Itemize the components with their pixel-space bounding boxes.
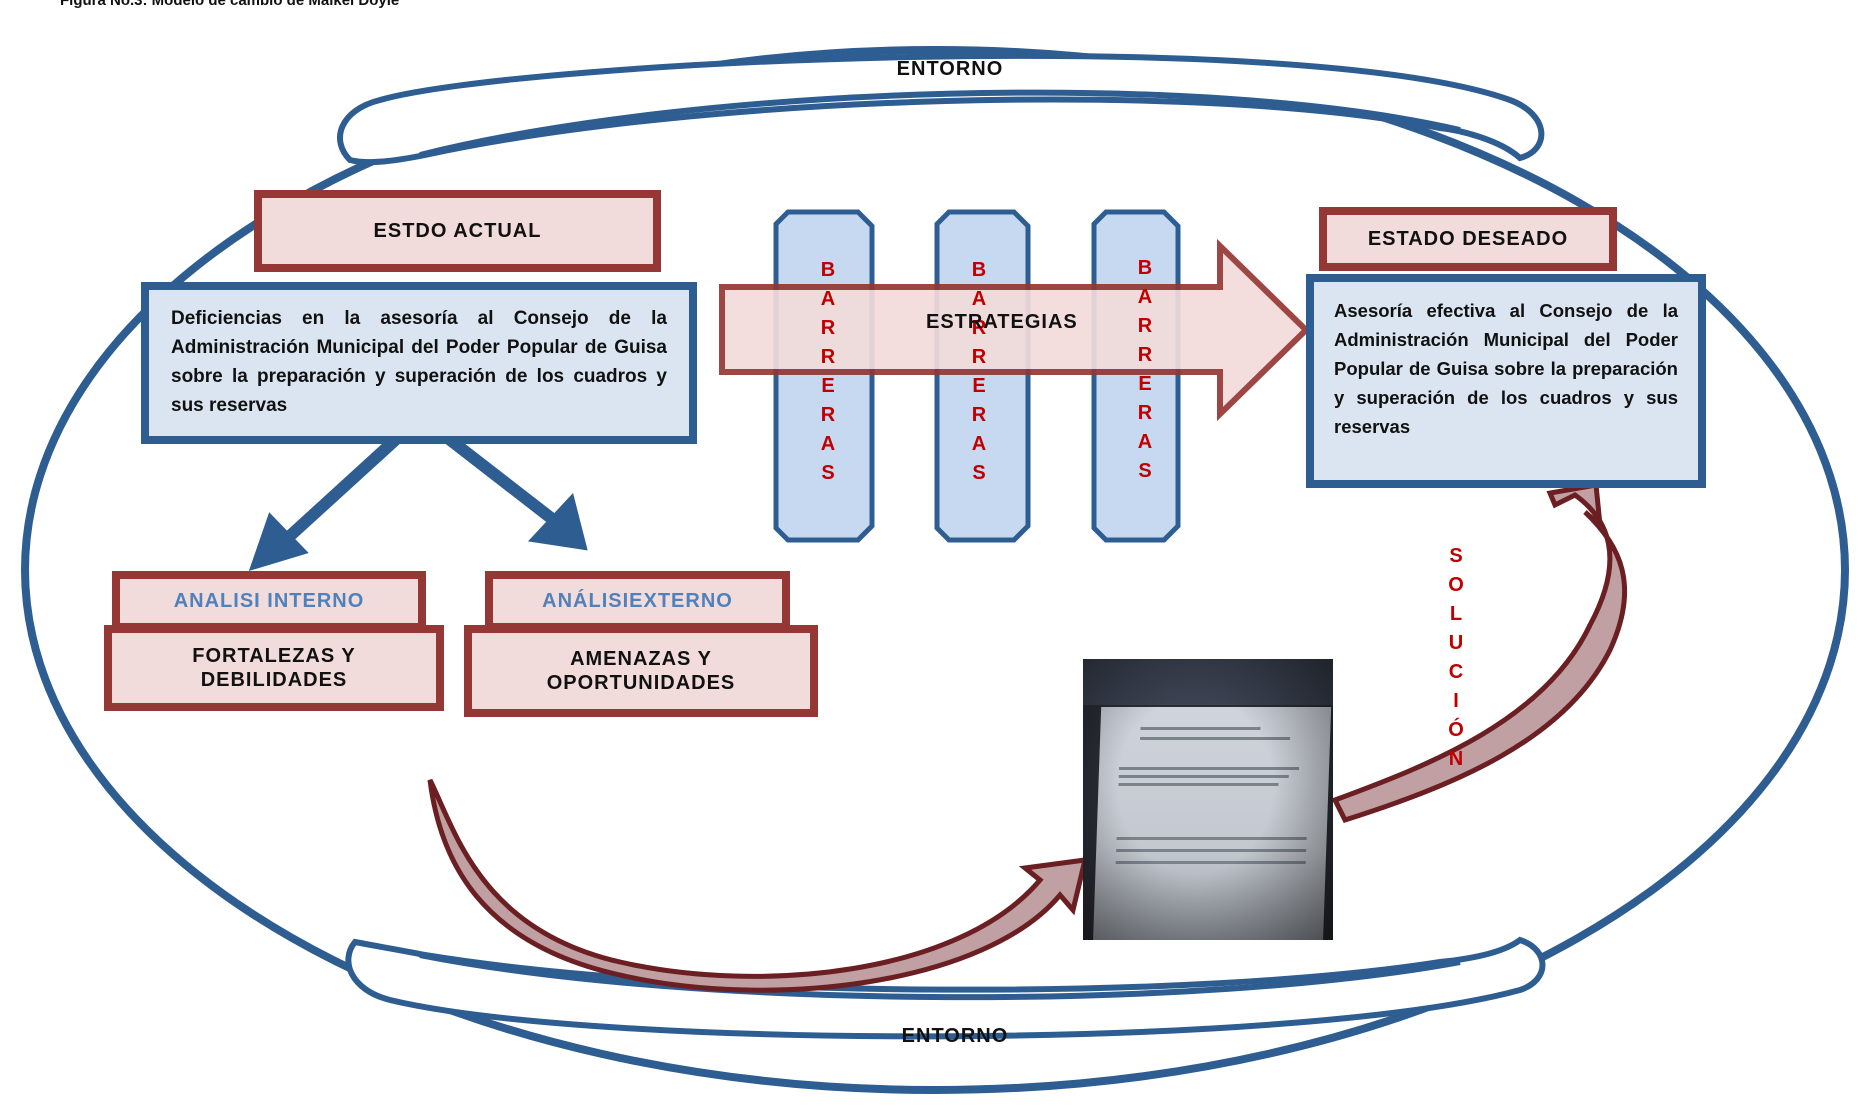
amenazas-line: AMENAZAS Y <box>570 648 712 670</box>
arrow-to-interno <box>275 427 409 550</box>
entorno-top-ribbon <box>337 52 1545 166</box>
curved-arrow-to-deseado <box>1331 482 1628 824</box>
estado-deseado-box: Asesoría efectiva al Consejo de la Admin… <box>1306 274 1706 488</box>
estado-deseado-title: ESTADO DESEADO <box>1319 207 1617 271</box>
entorno-top-ribbon-inner <box>419 89 1461 158</box>
debilidades-line: DEBILIDADES <box>200 669 348 691</box>
entorno-top-label: ENTORNO <box>896 58 1004 80</box>
curved-arrow-to-solution <box>427 778 1089 993</box>
entorno-bottom-ribbon-inner <box>419 952 1461 1001</box>
analisis-externo-title: ANÁLISIEXTERNO <box>485 571 790 631</box>
figure-caption: Figura No.3: Modelo de cambio de Maikel … <box>60 0 400 9</box>
document-photo <box>1083 659 1333 940</box>
estado-actual-title: ESTDO ACTUAL <box>254 190 661 272</box>
estado-actual-box: Deficiencias en la asesoría al Consejo d… <box>141 282 697 444</box>
analisis-externo-content: AMENAZAS Y OPORTUNIDADES <box>464 625 818 717</box>
arrow-to-externo-head <box>527 492 588 551</box>
entorno-ellipse <box>21 46 1849 1094</box>
arrow-to-interno-head <box>248 512 309 572</box>
analisis-interno-content: FORTALEZAS Y DEBILIDADES <box>104 625 444 711</box>
analisis-interno-title: ANALISI INTERNO <box>112 571 426 631</box>
estrategias-arrow <box>719 238 1311 422</box>
oportunidades-line: OPORTUNIDADES <box>546 672 736 694</box>
fortalezas-line: FORTALEZAS Y <box>192 645 356 667</box>
entorno-bottom-label: ENTORNO <box>901 1025 1009 1047</box>
estrategias-label: ESTRATEGIAS <box>926 311 1078 333</box>
arrow-to-externo <box>436 427 564 530</box>
